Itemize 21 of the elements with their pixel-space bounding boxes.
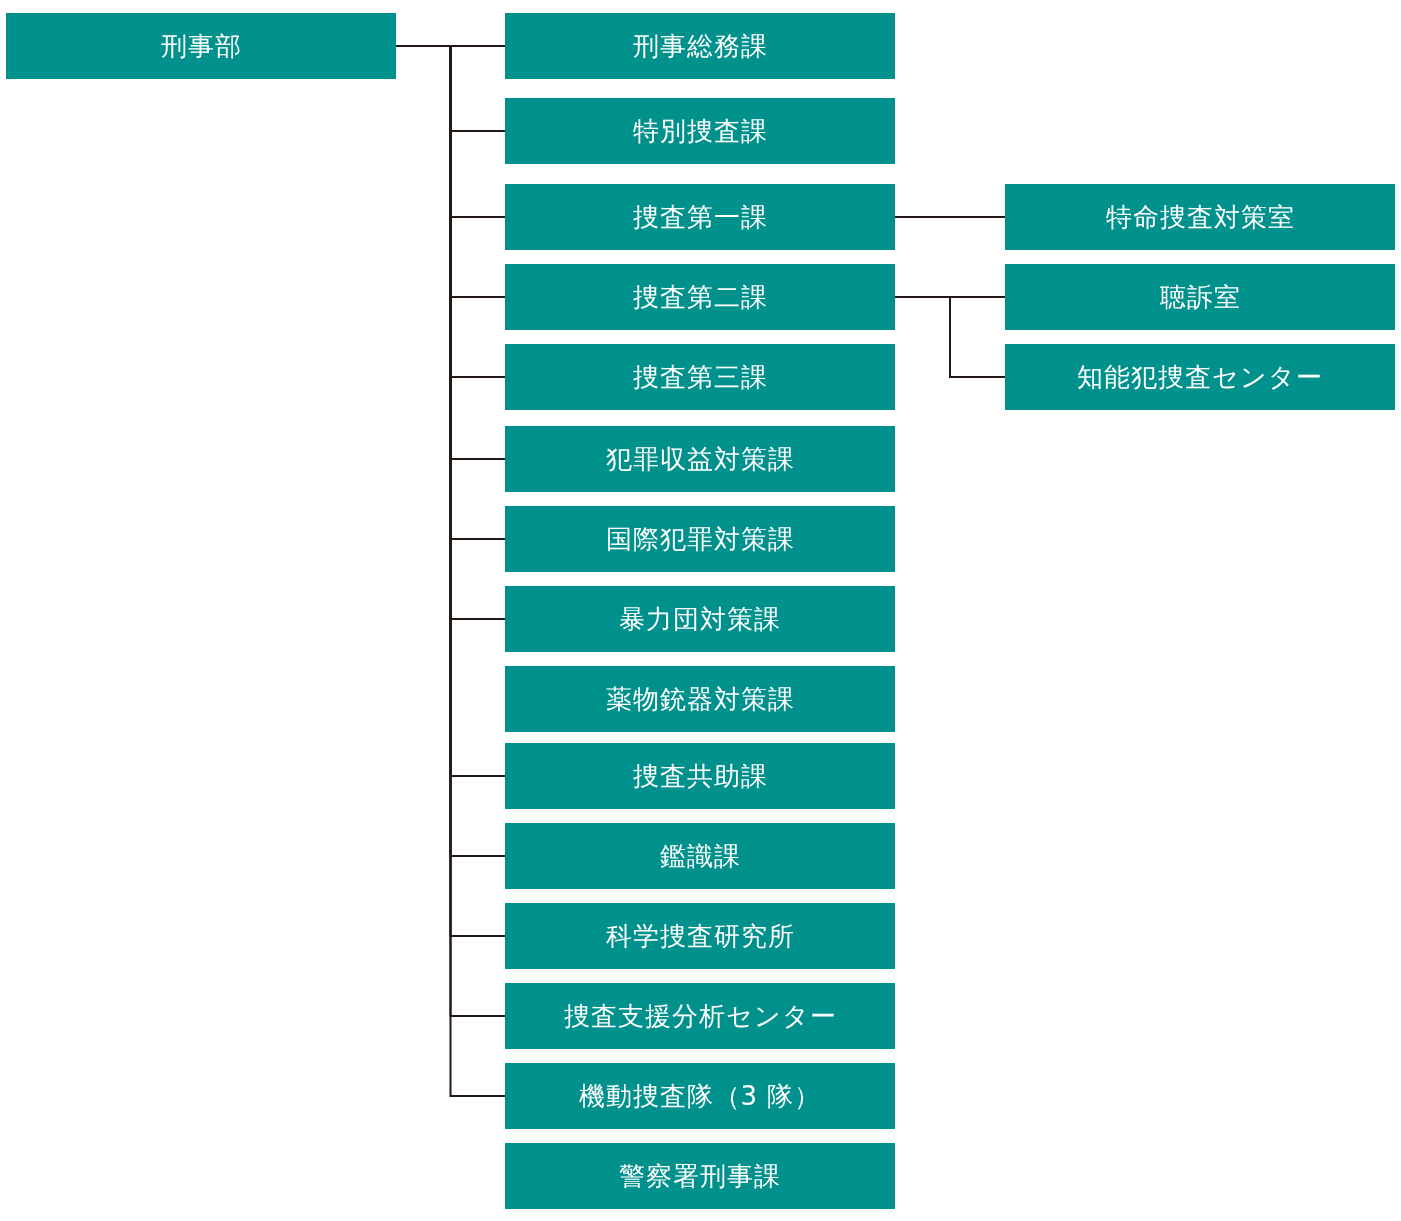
department-box: 捜査第三課 xyxy=(505,344,895,410)
department-box: 知能犯捜査センター xyxy=(1005,344,1395,410)
department-box: 薬物銃器対策課 xyxy=(505,666,895,732)
department-box: 捜査支援分析センター xyxy=(505,983,895,1049)
department-box: 特命捜査対策室 xyxy=(1005,184,1395,250)
department-box: 特別捜査課 xyxy=(505,98,895,164)
department-box: 捜査第一課 xyxy=(505,184,895,250)
department-box: 警察署刑事課 xyxy=(505,1143,895,1209)
department-box: 捜査第二課 xyxy=(505,264,895,330)
department-box: 国際犯罪対策課 xyxy=(505,506,895,572)
department-box: 科学捜査研究所 xyxy=(505,903,895,969)
department-box: 犯罪収益対策課 xyxy=(505,426,895,492)
department-box: 捜査共助課 xyxy=(505,743,895,809)
department-box: 鑑識課 xyxy=(505,823,895,889)
department-box: 刑事部 xyxy=(6,13,396,79)
department-box: 暴力団対策課 xyxy=(505,586,895,652)
department-box: 聴訴室 xyxy=(1005,264,1395,330)
connector-line xyxy=(894,296,1006,378)
department-box: 機動捜査隊（3 隊） xyxy=(505,1063,895,1129)
department-box: 刑事総務課 xyxy=(505,13,895,79)
connector-line xyxy=(894,216,1006,218)
